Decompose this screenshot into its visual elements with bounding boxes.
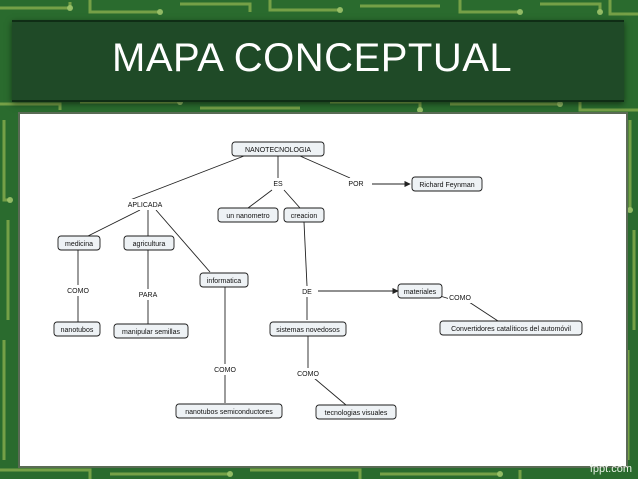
svg-text:agricultura: agricultura <box>133 241 166 248</box>
svg-text:medicina: medicina <box>65 241 93 248</box>
title-bar <box>12 20 624 102</box>
edge-aplicada-informatica <box>155 209 211 273</box>
node-richard-feynman: Richard Feynman <box>411 176 483 192</box>
svg-text:Convertidores catalíticos del: Convertidores catalíticos del automóvil <box>451 326 571 333</box>
slide-title: MAPA CONCEPTUAL <box>112 36 513 80</box>
svg-text:NANOTECNOLOGIA: NANOTECNOLOGIA <box>245 147 311 154</box>
svg-text:sistemas novedosos: sistemas novedosos <box>276 327 340 334</box>
node-sistemas-novedosos: sistemas novedosos <box>269 321 347 337</box>
node-nanotubos-semiconductores: nanotubos semiconductores <box>175 403 283 419</box>
link-label-como-medicina: COMO <box>67 288 89 295</box>
edge-aplicada-medicina <box>87 209 141 237</box>
svg-text:nanotubos semiconductores: nanotubos semiconductores <box>185 409 273 416</box>
link-label-como-materiales: COMO <box>449 295 471 302</box>
edge-como-tecnologias <box>313 377 347 406</box>
svg-text:tecnologias visuales: tecnologias visuales <box>325 410 388 417</box>
node-tecnologias-visuales: tecnologias visuales <box>315 404 397 420</box>
node-un-nanometro: un nanometro <box>217 207 279 223</box>
svg-text:manipular semillas: manipular semillas <box>122 329 180 336</box>
concept-map-panel: NANOTECNOLOGIA Richard Feynman un nanome… <box>18 112 628 468</box>
link-label-para: PARA <box>139 292 158 299</box>
svg-text:informatica: informatica <box>207 278 241 285</box>
svg-text:nanotubos: nanotubos <box>61 327 94 334</box>
link-label-aplicada: APLICADA <box>128 202 163 209</box>
node-nanotecnologia: NANOTECNOLOGIA <box>231 141 325 157</box>
node-convertidores: Convertidores catalíticos del automóvil <box>439 320 583 336</box>
node-agricultura: agricultura <box>123 235 175 251</box>
node-medicina: medicina <box>57 235 101 251</box>
concept-map-diagram: NANOTECNOLOGIA Richard Feynman un nanome… <box>53 141 583 420</box>
node-informatica: informatica <box>199 272 249 288</box>
svg-text:Richard Feynman: Richard Feynman <box>419 182 474 189</box>
edge-es-nanometro <box>247 189 273 209</box>
edge-creacion-de <box>303 221 308 287</box>
edge-nano-aplicada <box>129 155 245 201</box>
link-label-de: DE <box>302 289 312 296</box>
edge-nano-por <box>299 155 351 179</box>
edge-como-convertidores <box>465 299 499 322</box>
node-creacion: creacion <box>283 207 325 223</box>
node-nanotubos: nanotubos <box>53 321 101 337</box>
svg-text:materiales: materiales <box>404 289 437 296</box>
svg-text:un nanometro: un nanometro <box>226 213 269 220</box>
watermark: fppt.com <box>589 463 632 475</box>
link-label-como-sistemas: COMO <box>297 371 319 378</box>
edge-es-creacion <box>283 189 301 209</box>
link-label-como-informatica: COMO <box>214 367 236 374</box>
link-label-por: POR <box>348 181 363 188</box>
node-manipular-semillas: manipular semillas <box>113 323 189 339</box>
connectors <box>77 155 499 406</box>
link-label-es: ES <box>273 181 283 188</box>
svg-text:creacion: creacion <box>291 213 318 220</box>
node-materiales: materiales <box>397 283 443 299</box>
